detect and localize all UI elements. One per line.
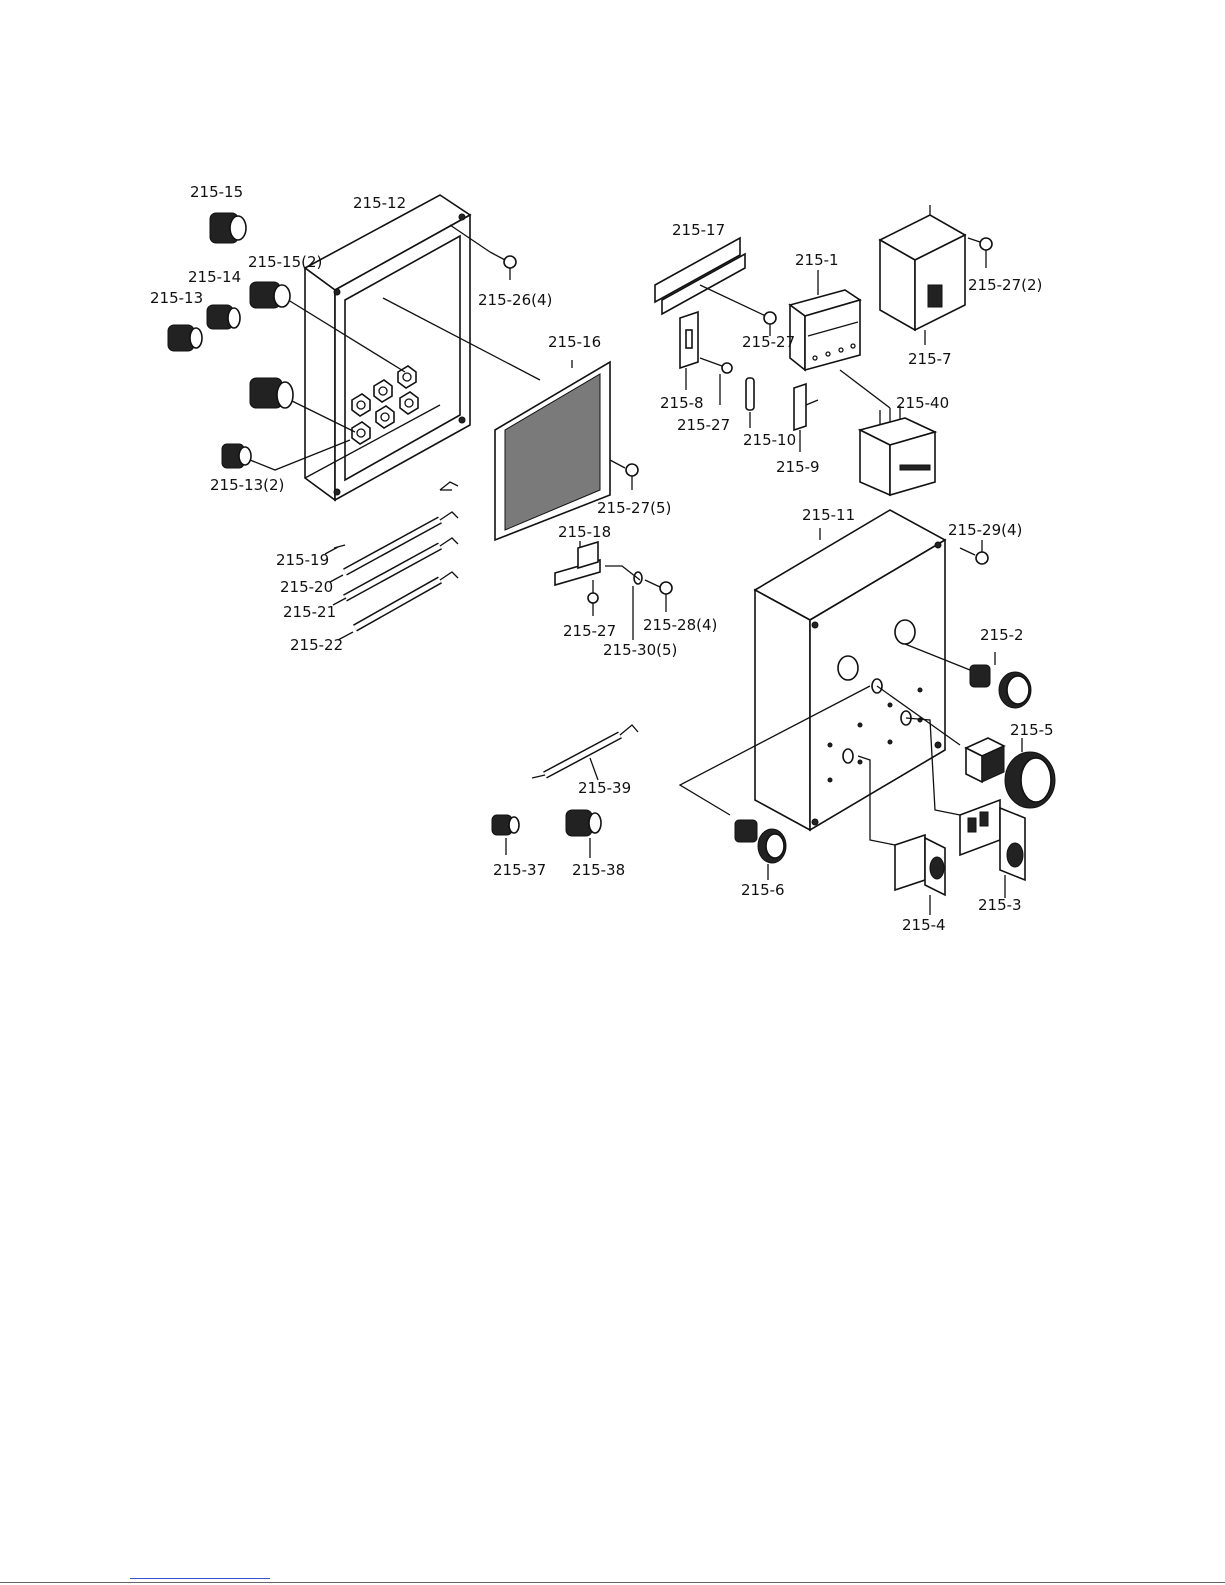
cable-gland-215-37 bbox=[492, 815, 519, 855]
transformer-215-7 bbox=[880, 205, 965, 345]
label-215-4: 215-4 bbox=[902, 916, 946, 934]
label-215-12: 215-12 bbox=[353, 194, 406, 212]
emergency-stop-215-5 bbox=[966, 738, 1055, 808]
cable-gland-215-38 bbox=[566, 810, 601, 858]
label-215-29-4: 215-29(4) bbox=[948, 521, 1022, 539]
label-215-6: 215-6 bbox=[741, 881, 785, 899]
label-215-30-5: 215-30(5) bbox=[603, 641, 677, 659]
label-215-14: 215-14 bbox=[188, 268, 241, 286]
label-215-10: 215-10 bbox=[743, 431, 796, 449]
wire-harness-215-39 bbox=[532, 725, 638, 780]
label-215-40: 215-40 bbox=[896, 394, 949, 412]
footer-link-underline[interactable] bbox=[130, 1578, 270, 1579]
label-215-27-c: 215-27 bbox=[677, 416, 730, 434]
label-215-15: 215-15 bbox=[190, 183, 243, 201]
screw-215-27-b bbox=[588, 580, 598, 616]
label-215-2: 215-2 bbox=[980, 626, 1024, 644]
label-215-9: 215-9 bbox=[776, 458, 820, 476]
perforated-plate-215-16 bbox=[495, 360, 610, 540]
label-215-15-2: 215-15(2) bbox=[248, 253, 322, 271]
label-215-1: 215-1 bbox=[795, 251, 839, 269]
label-215-3: 215-3 bbox=[978, 896, 1022, 914]
label-215-18: 215-18 bbox=[558, 523, 611, 541]
cable-gland-215-15-2 bbox=[250, 282, 290, 308]
label-215-22: 215-22 bbox=[290, 636, 343, 654]
screw-215-27-5 bbox=[610, 460, 638, 490]
label-215-17: 215-17 bbox=[672, 221, 725, 239]
label-215-38: 215-38 bbox=[572, 861, 625, 879]
cable-gland-215-13 bbox=[168, 325, 202, 351]
label-215-20: 215-20 bbox=[280, 578, 333, 596]
label-215-37: 215-37 bbox=[493, 861, 546, 879]
label-215-19: 215-19 bbox=[276, 551, 329, 569]
bracket-215-18 bbox=[555, 541, 600, 585]
label-215-26-4: 215-26(4) bbox=[478, 291, 552, 309]
label-215-21: 215-21 bbox=[283, 603, 336, 621]
cable-gland-215-13-2 bbox=[222, 444, 251, 468]
label-215-39: 215-39 bbox=[578, 779, 631, 797]
enclosure-215-11 bbox=[680, 510, 970, 845]
selector-switch-215-4 bbox=[895, 835, 945, 915]
clip-215-8 bbox=[680, 312, 698, 390]
label-215-5: 215-5 bbox=[1010, 721, 1054, 739]
label-215-27-a: 215-27 bbox=[742, 333, 795, 351]
pilot-light-215-6 bbox=[735, 820, 786, 880]
pilot-light-215-2 bbox=[970, 652, 1031, 708]
fuse-holder-215-9 bbox=[794, 384, 818, 452]
screw-215-27-c bbox=[700, 358, 732, 405]
label-215-28-4: 215-28(4) bbox=[643, 616, 717, 634]
screw-215-29 bbox=[960, 540, 988, 564]
bottom-rule bbox=[0, 1582, 1225, 1583]
cable-gland-large bbox=[250, 378, 293, 408]
selector-switch-215-3 bbox=[960, 800, 1025, 898]
label-215-13-2: 215-13(2) bbox=[210, 476, 284, 494]
din-rail-215-17 bbox=[655, 238, 770, 318]
wire-harness-215-22 bbox=[338, 572, 458, 640]
label-215-27-b: 215-27 bbox=[563, 622, 616, 640]
label-215-13: 215-13 bbox=[150, 289, 203, 307]
washer-215-30 bbox=[633, 572, 642, 640]
cable-gland-215-14 bbox=[207, 305, 240, 329]
label-215-27-5: 215-27(5) bbox=[597, 499, 671, 517]
label-215-7: 215-7 bbox=[908, 350, 952, 368]
label-215-16: 215-16 bbox=[548, 333, 601, 351]
cable-gland-215-15 bbox=[210, 213, 246, 243]
label-215-11: 215-11 bbox=[802, 506, 855, 524]
fuse-215-10 bbox=[746, 378, 754, 428]
screw-215-26 bbox=[490, 252, 516, 280]
screw-215-27-2 bbox=[968, 238, 992, 268]
label-215-8: 215-8 bbox=[660, 394, 704, 412]
label-215-27-2: 215-27(2) bbox=[968, 276, 1042, 294]
overload-relay-215-40 bbox=[860, 406, 935, 495]
